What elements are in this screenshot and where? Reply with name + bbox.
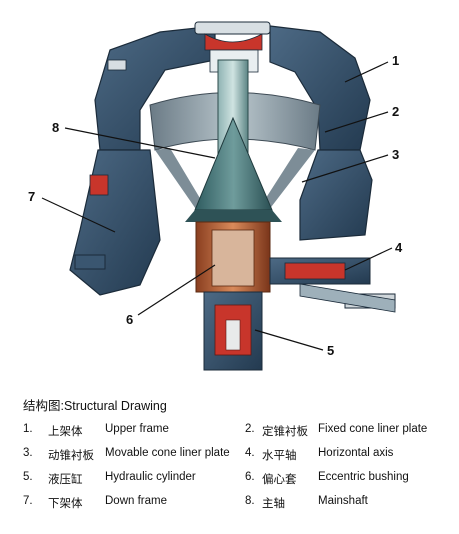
callout-3: 3 <box>392 147 400 162</box>
legend-item-number: 2. <box>245 423 255 435</box>
legend-item-english: Mainshaft <box>318 495 368 507</box>
legend-item-number: 7. <box>23 495 33 507</box>
legend-item-chinese: 下架体 <box>48 498 83 510</box>
leader-line-3 <box>301 154 389 183</box>
callout-2: 2 <box>392 104 400 119</box>
legend-item-chinese: 主轴 <box>262 498 285 510</box>
legend-row-1: 1. 上架体 Upper frame 2. 定锥衬板 Fixed cone li… <box>0 423 459 443</box>
legend-item-english: Upper frame <box>105 423 169 435</box>
callout-5: 5 <box>327 343 335 358</box>
legend-item-number: 1. <box>23 423 33 435</box>
legend-row-4: 7. 下架体 Down frame 8. 主轴 Mainshaft <box>0 495 459 515</box>
down-frame-right <box>299 149 373 241</box>
callout-8: 8 <box>52 120 60 135</box>
legend-item-chinese: 液压缸 <box>48 474 83 486</box>
leader-line-6 <box>137 264 216 316</box>
legend: 结构图:Structural Drawing 1. 上架体 Upper fram… <box>0 385 459 534</box>
legend-item-chinese: 动锥衬板 <box>48 450 94 462</box>
callout-6: 6 <box>126 312 134 327</box>
leader-lines <box>41 61 393 351</box>
legend-item-english: Horizontal axis <box>318 447 394 459</box>
legend-item-number: 6. <box>245 471 255 483</box>
legend-item-number: 4. <box>245 447 255 459</box>
crusher-illustration <box>41 21 396 371</box>
legend-title: 结构图:Structural Drawing <box>23 399 167 413</box>
leader-line-5 <box>254 329 324 351</box>
leader-line-2 <box>324 111 389 133</box>
upper-frame <box>94 25 371 151</box>
leader-line-4 <box>344 247 393 271</box>
hydraulic-cylinder <box>203 291 263 371</box>
legend-row-2: 3. 动锥衬板 Movable cone liner plate 4. 水平轴 … <box>0 447 459 467</box>
legend-item-number: 5. <box>23 471 33 483</box>
legend-item-english: Down frame <box>105 495 167 507</box>
callout-4: 4 <box>395 240 403 255</box>
legend-item-chinese: 定锥衬板 <box>262 426 308 438</box>
horizontal-axis <box>269 257 396 313</box>
legend-row-3: 5. 液压缸 Hydraulic cylinder 6. 偏心套 Eccentr… <box>0 471 459 491</box>
legend-item-number: 3. <box>23 447 33 459</box>
legend-item-chinese: 水平轴 <box>262 450 297 462</box>
legend-item-chinese: 偏心套 <box>262 474 297 486</box>
callout-1: 1 <box>392 53 400 68</box>
legend-item-number: 8. <box>245 495 255 507</box>
legend-item-english: Movable cone liner plate <box>105 447 230 459</box>
legend-item-english: Fixed cone liner plate <box>318 423 428 435</box>
leader-line-8 <box>64 127 216 159</box>
movable-cone <box>185 116 282 222</box>
crusher-diagram: 1 2 3 4 5 6 7 8 <box>28 21 403 371</box>
leader-line-1 <box>344 61 389 83</box>
eccentric-bushing <box>195 221 271 293</box>
legend-item-chinese: 上架体 <box>48 426 83 438</box>
legend-item-english: Hydraulic cylinder <box>105 471 196 483</box>
down-frame <box>69 149 161 296</box>
callout-7: 7 <box>28 189 36 204</box>
leader-line-7 <box>41 197 116 233</box>
legend-item-english: Eccentric bushing <box>318 471 409 483</box>
